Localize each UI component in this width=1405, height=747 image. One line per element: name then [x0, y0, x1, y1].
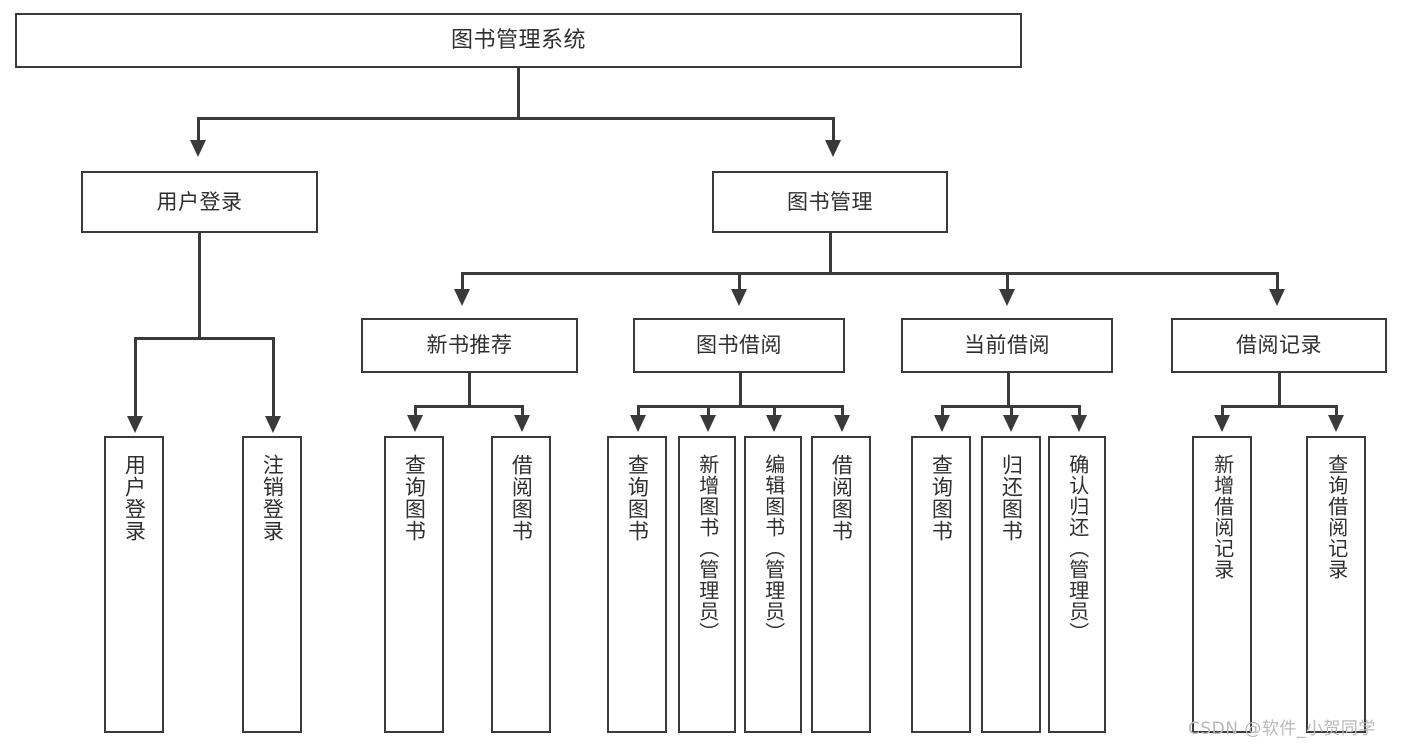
connector-book-manage-child-2 — [738, 272, 741, 292]
node-label: 借阅记录 — [1236, 333, 1322, 358]
connector-root-to-book-manage — [832, 117, 835, 143]
node-book-management[interactable]: 图书管理 — [712, 171, 948, 233]
connector-new-book-rec-bar — [414, 405, 524, 408]
connector-book-borrow-child-2 — [707, 405, 710, 418]
node-label: 用户登录 — [156, 189, 243, 214]
leaf-label: 查询图书 — [929, 454, 954, 542]
leaf-label: 新增图书（管理员） — [695, 454, 720, 643]
leaf-current-borrow-return-book[interactable]: 归还图书 — [981, 436, 1041, 733]
arrowhead-book-borrow-child-2 — [700, 415, 716, 432]
connector-new-book-rec-child-2 — [521, 405, 524, 418]
arrowhead-current-borrow-child-3 — [1071, 415, 1087, 432]
leaf-borrow-record-add-record[interactable]: 新增借阅记录 — [1192, 436, 1252, 733]
connector-current-borrow-child-3 — [1078, 405, 1081, 418]
connector-book-borrow-child-1 — [637, 405, 640, 418]
arrowhead-borrow-record-child-1 — [1214, 415, 1230, 432]
leaf-book-borrow-borrow-book[interactable]: 借阅图书 — [811, 436, 871, 733]
arrowhead-current-borrow-child-2 — [1003, 415, 1019, 432]
node-book-borrow[interactable]: 图书借阅 — [633, 318, 845, 373]
connector-book-borrow-child-3 — [773, 405, 776, 418]
connector-user-login-child-1 — [134, 337, 137, 419]
connector-borrow-record-bar — [1221, 405, 1338, 408]
node-user-login[interactable]: 用户登录 — [81, 171, 318, 233]
connector-book-borrow-stem — [739, 373, 742, 407]
leaf-borrow-record-query-record[interactable]: 查询借阅记录 — [1306, 436, 1366, 733]
leaf-new-book-rec-borrow-book[interactable]: 借阅图书 — [491, 436, 551, 733]
arrowhead-book-manage-child-4 — [1269, 289, 1285, 306]
arrowhead-user-login-child-2 — [265, 416, 281, 433]
arrowhead-root-to-book-manage — [825, 140, 841, 157]
arrowhead-book-borrow-child-1 — [630, 415, 646, 432]
connector-book-manage-child-3 — [1006, 272, 1009, 292]
node-label: 图书借阅 — [696, 333, 782, 358]
leaf-label: 归还图书 — [999, 454, 1024, 542]
leaf-book-borrow-add-book-admin[interactable]: 新增图书（管理员） — [678, 436, 736, 733]
leaf-label: 查询图书 — [402, 454, 427, 542]
node-label: 当前借阅 — [964, 333, 1050, 358]
node-label: 新书推荐 — [426, 333, 513, 358]
leaf-label: 查询图书 — [625, 454, 650, 542]
connector-book-manage-stem — [829, 233, 832, 275]
connector-root-bar — [197, 117, 834, 120]
arrowhead-root-to-user-login — [190, 140, 206, 157]
node-root-book-management-system[interactable]: 图书管理系统 — [15, 13, 1022, 68]
connector-new-book-rec-stem — [468, 373, 471, 407]
arrowhead-new-book-rec-child-1 — [407, 415, 423, 432]
leaf-new-book-rec-query-book[interactable]: 查询图书 — [384, 436, 444, 733]
connector-current-borrow-child-2 — [1010, 405, 1013, 418]
connector-book-manage-child-1 — [461, 272, 464, 292]
arrowhead-book-manage-child-3 — [999, 289, 1015, 306]
leaf-label: 借阅图书 — [829, 454, 854, 542]
leaf-user-login-logout[interactable]: 注销登录 — [242, 436, 302, 733]
leaf-current-borrow-confirm-return-admin[interactable]: 确认归还（管理员） — [1048, 436, 1106, 733]
arrowhead-book-manage-child-2 — [731, 289, 747, 306]
connector-borrow-record-child-1 — [1221, 405, 1224, 418]
leaf-label: 借阅图书 — [509, 454, 534, 542]
leaf-label: 确认归还（管理员） — [1065, 454, 1090, 643]
node-borrow-record[interactable]: 借阅记录 — [1171, 318, 1387, 373]
connector-user-login-bar — [134, 337, 275, 340]
leaf-label: 新增借阅记录 — [1210, 454, 1235, 580]
connector-user-login-stem — [198, 233, 201, 339]
connector-current-borrow-child-1 — [941, 405, 944, 418]
connector-book-borrow-child-4 — [841, 405, 844, 418]
node-label: 图书管理 — [787, 189, 873, 214]
leaf-label: 编辑图书（管理员） — [761, 454, 786, 643]
arrowhead-new-book-rec-child-2 — [514, 415, 530, 432]
leaf-book-borrow-edit-book-admin[interactable]: 编辑图书（管理员） — [744, 436, 802, 733]
leaf-label: 查询借阅记录 — [1324, 454, 1349, 580]
connector-root-to-user-login — [197, 117, 200, 143]
node-new-book-recommendation[interactable]: 新书推荐 — [361, 318, 578, 373]
connector-new-book-rec-child-1 — [414, 405, 417, 418]
node-label: 图书管理系统 — [450, 27, 586, 53]
leaf-current-borrow-query-book[interactable]: 查询图书 — [911, 436, 971, 733]
arrowhead-book-manage-child-1 — [454, 289, 470, 306]
connector-borrow-record-stem — [1278, 373, 1281, 407]
node-current-borrow[interactable]: 当前借阅 — [901, 318, 1113, 373]
leaf-user-login-user-login[interactable]: 用户登录 — [104, 436, 164, 733]
arrowhead-book-borrow-child-4 — [834, 415, 850, 432]
connector-book-manage-bar — [461, 272, 1279, 275]
leaf-label: 注销登录 — [260, 454, 285, 542]
arrowhead-borrow-record-child-2 — [1328, 415, 1344, 432]
leaf-label: 用户登录 — [122, 454, 147, 542]
connector-user-login-child-2 — [272, 337, 275, 419]
arrowhead-book-borrow-child-3 — [766, 415, 782, 432]
connector-book-borrow-bar — [637, 405, 844, 408]
arrowhead-user-login-child-1 — [127, 416, 143, 433]
connector-borrow-record-child-2 — [1335, 405, 1338, 418]
arrowhead-current-borrow-child-1 — [934, 415, 950, 432]
csdn-watermark: CSDN @软件_小贺同学 — [1188, 719, 1376, 739]
connector-root-stem — [517, 68, 520, 118]
leaf-book-borrow-query-book[interactable]: 查询图书 — [607, 436, 667, 733]
connector-book-manage-child-4 — [1276, 272, 1279, 292]
connector-current-borrow-stem — [1007, 373, 1010, 407]
